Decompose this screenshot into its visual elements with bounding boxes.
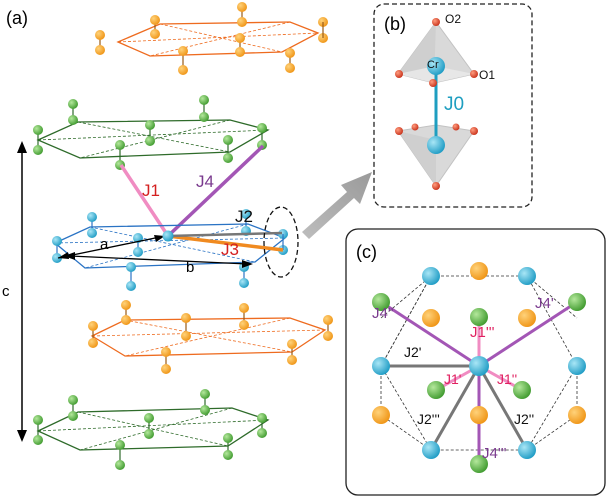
j4pp-label: J4'' [372, 305, 394, 322]
j1p-label: J1' [444, 371, 461, 387]
j1pp-label: J1'' [497, 371, 517, 387]
c-axis-label: c [2, 283, 10, 300]
zoom-arrow [302, 172, 372, 239]
j1ppp-label: J1''' [470, 324, 495, 341]
b-label: b [186, 259, 194, 276]
layer-blue-middle [52, 209, 288, 291]
j2-label: J2 [235, 207, 253, 226]
panel-a-label: (a) [6, 8, 28, 28]
j4ppp-label: J4''' [482, 445, 507, 462]
j3-bond [167, 234, 284, 252]
panel-c-label: (c) [356, 242, 377, 262]
layer-orange-lower [88, 300, 333, 374]
j2p-label: J2' [404, 344, 421, 360]
j4p-label: J4' [535, 295, 554, 312]
layer-green-upper [33, 95, 270, 170]
b-vector [64, 252, 253, 268]
panel-c-atoms [372, 262, 586, 473]
central-cr-atom [162, 230, 174, 242]
j4-label: J4 [196, 172, 214, 191]
cr-atom-lower [427, 136, 445, 154]
j2pp-label: J2'' [514, 411, 534, 427]
cr-label: Cr [427, 59, 439, 71]
layer-orange-top [95, 2, 328, 75]
j2-bond [167, 231, 283, 238]
j4-bond [166, 144, 265, 238]
panel-b-label: (b) [384, 14, 406, 34]
cr-atom-upper [427, 57, 445, 75]
layer-green-lower [33, 389, 270, 470]
center-cr-atom [469, 356, 489, 376]
j1-label: J1 [142, 181, 160, 200]
j1-bond [119, 164, 170, 237]
o2-label: O2 [445, 12, 461, 26]
o1-label: O1 [479, 68, 495, 82]
lower-octahedron [397, 124, 475, 187]
j2ppp-label: J2''' [417, 411, 440, 427]
j3-label: J3 [221, 240, 239, 259]
a-label: a [100, 236, 109, 253]
j0-label: J0 [444, 94, 464, 115]
highlight-ellipse [263, 206, 299, 278]
c-axis-arrow [17, 141, 27, 442]
